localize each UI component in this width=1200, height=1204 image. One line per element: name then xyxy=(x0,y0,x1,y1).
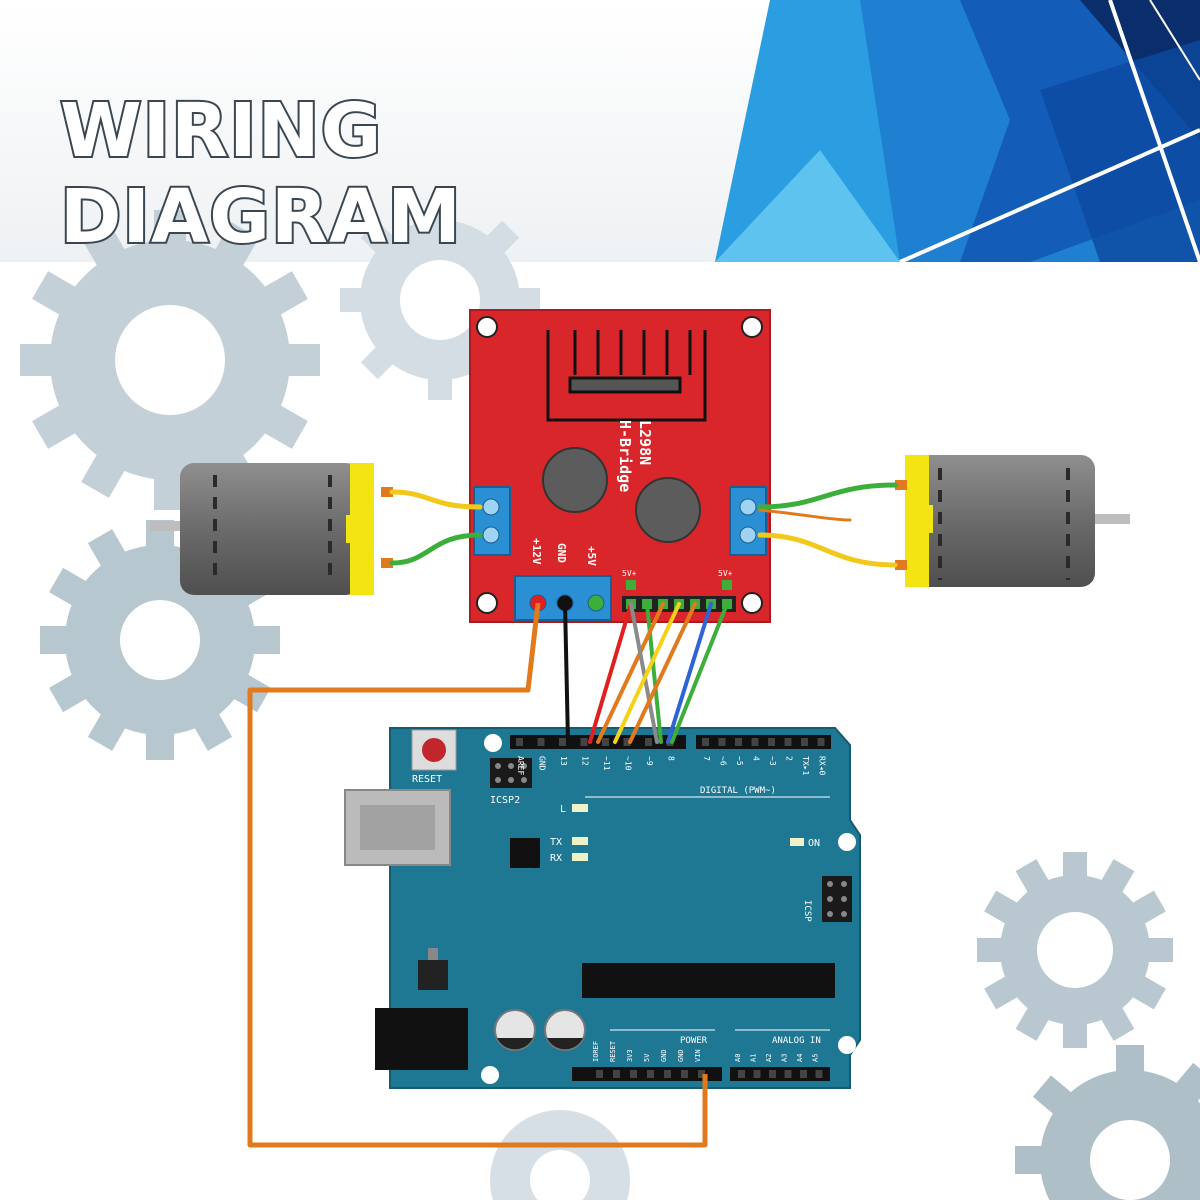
digital-pin-label: 2 xyxy=(785,756,794,761)
digital-pin-hole xyxy=(602,738,609,746)
analog-pin-label: A1 xyxy=(750,1054,758,1062)
digital-pin-hole xyxy=(580,738,588,746)
digital-pin-label: 8 xyxy=(667,756,676,761)
analog-pin-hole xyxy=(800,1070,807,1078)
l298n-driver-board: L298N H-Bridge +12V GND +5V 5V+ 5V+ xyxy=(469,309,771,623)
led-label-tx: TX xyxy=(550,837,562,848)
power-pin-label: GND xyxy=(660,1049,668,1062)
analog-pin-label: A4 xyxy=(796,1054,804,1062)
digital-pin-label: ~10 xyxy=(624,756,633,771)
capacitor-icon xyxy=(542,447,608,513)
digital-pin-hole xyxy=(645,738,652,746)
digital-pin-hole xyxy=(751,738,759,746)
digital-pin-hole xyxy=(623,738,631,746)
power-label-12v: +12V xyxy=(530,538,543,565)
digital-pin-hole xyxy=(768,738,775,746)
dc-motor-icon xyxy=(895,455,1130,587)
power-pin-hole xyxy=(596,1070,603,1078)
board-subtitle: H-Bridge xyxy=(616,420,634,492)
power-terminal-block xyxy=(514,575,612,621)
analog-pin-hole xyxy=(815,1070,823,1078)
page-title: WIRING DIAGRAM xyxy=(58,86,463,262)
power-pin-label: 5V xyxy=(643,1053,651,1062)
analog-pin-hole xyxy=(769,1070,776,1078)
signal-wires xyxy=(563,601,729,744)
jumper-label-left: 5V+ xyxy=(622,569,637,578)
digital-pin-label: GND xyxy=(538,756,547,771)
digital-pin-label: ~9 xyxy=(645,756,654,766)
power-pin-hole xyxy=(681,1070,688,1078)
digital-pin-label: RX◂0 xyxy=(818,756,827,775)
analog-pin-label: A5 xyxy=(812,1054,820,1062)
digital-label: DIGITAL (PWM~) xyxy=(700,786,776,796)
led-label-l: L xyxy=(560,804,566,815)
power-pin-hole xyxy=(664,1070,671,1078)
analog-pin-label: A2 xyxy=(765,1054,773,1062)
digital-pin-label: 7 xyxy=(702,756,711,761)
power-pin-label: RESET xyxy=(609,1040,617,1062)
led-label-rx: RX xyxy=(550,853,562,864)
motor-wires xyxy=(389,482,898,568)
analog-pin-label: A0 xyxy=(734,1054,742,1062)
power-pin-hole xyxy=(698,1070,705,1078)
arduino-uno-board: RESET ICSP2 L TX RX ON ICS xyxy=(344,727,861,1089)
jumper-label-right: 5V+ xyxy=(718,569,733,578)
power-pin-hole xyxy=(647,1070,654,1078)
digital-pin-label: ~5 xyxy=(735,756,744,766)
digital-pin-hole xyxy=(801,738,808,746)
capacitor-icon xyxy=(635,477,701,543)
analog-pin-hole xyxy=(738,1070,745,1078)
power-label-5v: +5V xyxy=(585,546,598,566)
digital-pin-hole xyxy=(537,738,545,746)
digital-pin-hole xyxy=(817,738,825,746)
digital-pin-label: 13 xyxy=(559,756,568,766)
terminal-block-icon xyxy=(729,486,767,556)
power-pin-hole xyxy=(630,1070,637,1078)
digital-pin-hole xyxy=(718,738,726,746)
gear-icon xyxy=(0,155,375,565)
analog-label: ANALOG IN xyxy=(772,1036,821,1046)
reset-label: RESET xyxy=(412,774,442,785)
gear-icon xyxy=(941,816,1200,1084)
power-label: POWER xyxy=(680,1036,708,1046)
digital-pin-hole xyxy=(559,738,566,746)
background-gears xyxy=(0,155,1200,1204)
digital-pin-hole xyxy=(784,738,792,746)
chip-label: L298N xyxy=(636,420,654,465)
digital-pin-label: ~3 xyxy=(768,756,777,766)
analog-pin-label: A3 xyxy=(781,1054,789,1062)
power-pin-label: GND xyxy=(677,1049,685,1062)
dc-motor-icon xyxy=(150,463,393,595)
power-pin-label: 3V3 xyxy=(626,1049,634,1062)
terminal-block-icon xyxy=(473,486,511,556)
gear-icon xyxy=(1015,997,1200,1204)
power-label-gnd: GND xyxy=(555,543,568,563)
digital-pin-label: 12 xyxy=(581,756,590,766)
digital-pin-hole xyxy=(702,738,709,746)
digital-pin-label: AREF xyxy=(516,756,525,775)
digital-pin-label: TX▸1 xyxy=(801,756,810,775)
power-pin-label: IOREF xyxy=(592,1041,600,1062)
on-label: ON xyxy=(808,838,820,849)
header-banner xyxy=(0,0,1200,264)
digital-pin-hole xyxy=(516,738,523,746)
analog-pin-hole xyxy=(784,1070,792,1078)
digital-pin-label: ~11 xyxy=(602,756,611,771)
icsp2-label: ICSP2 xyxy=(490,795,520,806)
power-wire xyxy=(247,602,708,1148)
digital-pin-label: 4 xyxy=(752,756,761,761)
power-pin-hole xyxy=(613,1070,620,1078)
gear-icon xyxy=(490,1110,630,1204)
heatsink-icon xyxy=(546,330,707,422)
reset-button[interactable] xyxy=(422,738,446,762)
analog-pin-hole xyxy=(753,1070,761,1078)
digital-pin-label: ~6 xyxy=(719,756,728,766)
digital-pin-hole xyxy=(735,738,742,746)
power-pin-label: VIN xyxy=(694,1049,702,1062)
icsp-label: ICSP xyxy=(802,900,812,922)
